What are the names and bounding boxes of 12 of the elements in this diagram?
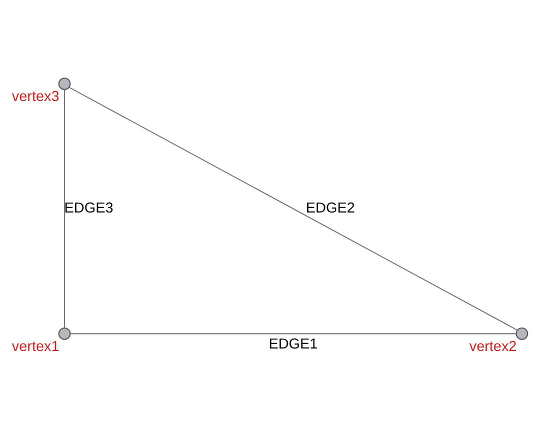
node-label: vertex1 <box>12 338 60 355</box>
connector <box>68 86 518 331</box>
node-circle <box>58 78 71 90</box>
node-label: vertex2 <box>469 338 517 355</box>
edge-label: EDGE2 <box>306 200 355 217</box>
edge-label: EDGE3 <box>64 200 114 217</box>
node-circle <box>58 328 71 340</box>
node-label: vertex3 <box>12 89 60 106</box>
edge-label: EDGE1 <box>268 336 318 352</box>
node-circle <box>516 328 528 340</box>
connector <box>64 90 66 328</box>
connector <box>70 333 516 334</box>
